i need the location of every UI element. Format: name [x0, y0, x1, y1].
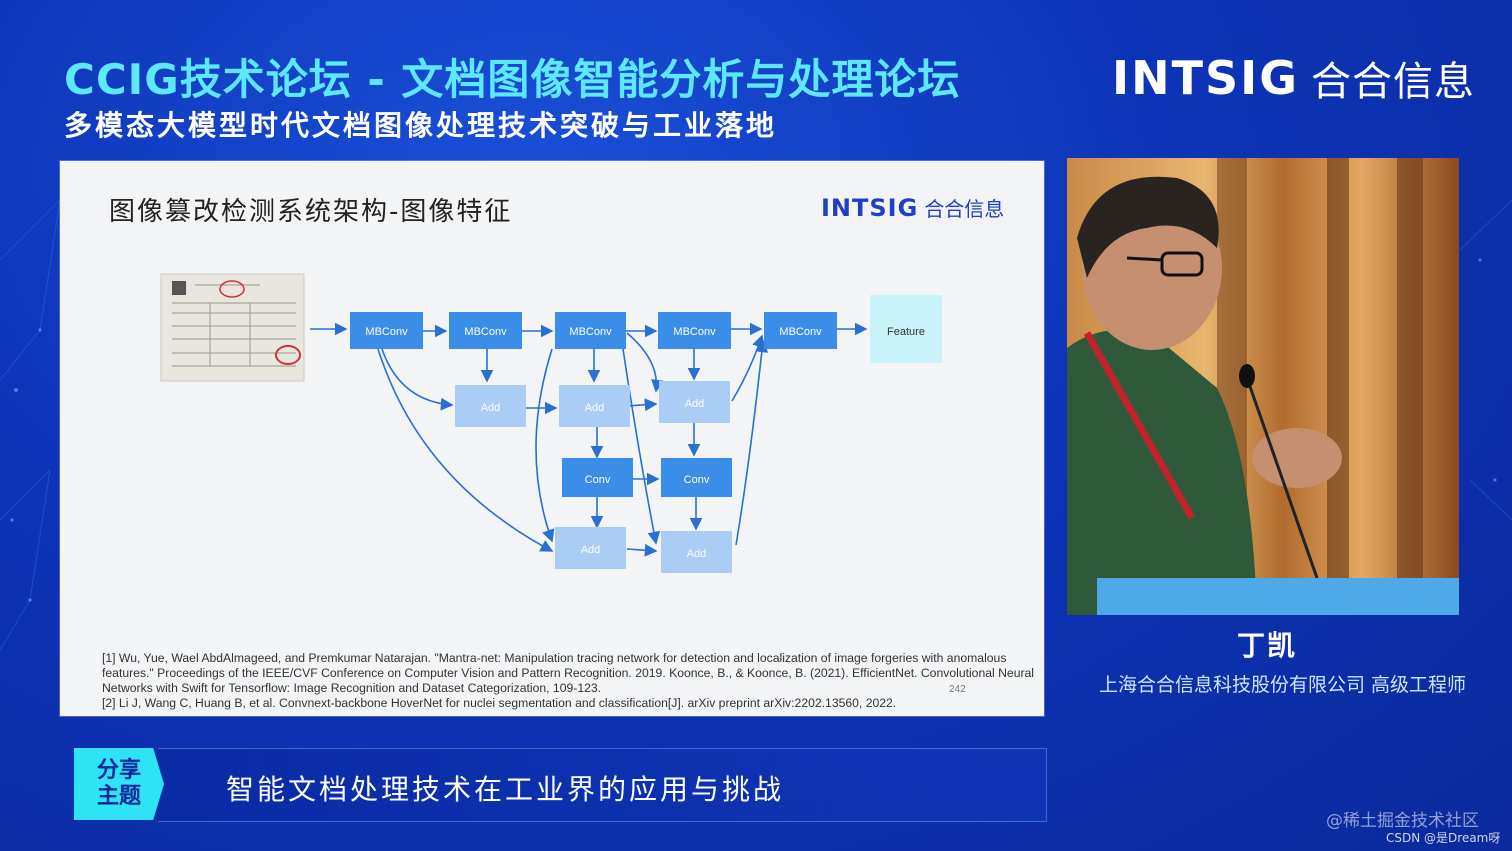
speaker-illustration	[1067, 158, 1459, 615]
speaker-video	[1067, 158, 1459, 615]
svg-text:Add: Add	[585, 402, 605, 414]
svg-text:Add: Add	[581, 544, 601, 556]
speaker-name: 丁凯	[1237, 629, 1298, 662]
topic-badge: 分享主题	[74, 748, 164, 820]
node-add-2: Add	[559, 385, 630, 427]
brand-name-cn: 合合信息	[1311, 59, 1475, 105]
slide-page-number: 242	[949, 684, 966, 695]
watermark-csdn: CSDN @是Dream呀	[1386, 831, 1501, 845]
speaker-title: 上海合合信息科技股份有限公司 高级工程师	[1099, 674, 1467, 696]
svg-text:MBConv: MBConv	[673, 326, 716, 338]
input-document-image	[160, 273, 305, 382]
forum-title: CCIG技术论坛 - 文档图像智能分析与处理论坛	[64, 55, 961, 104]
svg-text:Feature: Feature	[887, 326, 925, 338]
node-add-5: Add	[661, 531, 732, 573]
svg-text:Conv: Conv	[585, 474, 611, 486]
slide-brand-logo: INTSIG 合合信息	[821, 193, 1004, 222]
node-add-1: Add	[455, 385, 526, 427]
architecture-diagram: MBConv MBConv MBConv MBConv MBConv Featu…	[160, 273, 942, 573]
node-add-3: Add	[659, 381, 730, 423]
node-conv-2: Conv	[661, 458, 732, 497]
svg-text:MBConv: MBConv	[365, 326, 408, 338]
node-conv-1: Conv	[562, 458, 633, 497]
svg-text:Add: Add	[687, 548, 707, 560]
svg-text:MBConv: MBConv	[464, 326, 507, 338]
slide-title: 图像篡改检测系统架构-图像特征	[109, 197, 513, 227]
svg-text:Add: Add	[481, 402, 501, 414]
topic-text: 智能文档处理技术在工业界的应用与挑战	[226, 773, 785, 806]
brand-logo: INTSIG 合合信息	[1112, 48, 1475, 108]
presentation-slide: 图像篡改检测系统架构-图像特征 INTSIG 合合信息	[60, 161, 1044, 716]
svg-text:Add: Add	[685, 398, 705, 410]
reference-1: [1] Wu, Yue, Wael AbdAlmageed, and Premk…	[102, 651, 1035, 695]
svg-text:MBConv: MBConv	[569, 326, 612, 338]
node-mbconv-5: MBConv	[764, 312, 837, 349]
forum-subtitle: 多模态大模型时代文档图像处理技术突破与工业落地	[64, 109, 778, 142]
svg-text:MBConv: MBConv	[779, 326, 822, 338]
node-add-4: Add	[555, 527, 626, 569]
references: [1] Wu, Yue, Wael AbdAlmageed, and Premk…	[102, 651, 1037, 711]
node-mbconv-2: MBConv	[449, 312, 522, 349]
slide-brand-name-en: INTSIG	[821, 193, 919, 222]
topic-bar	[158, 748, 1047, 822]
reference-2: [2] Li J, Wang C, Huang B, et al. Convne…	[102, 696, 897, 710]
topic-badge-label: 分享主题	[96, 758, 141, 809]
brand-name-en: INTSIG	[1112, 51, 1299, 105]
node-mbconv-4: MBConv	[658, 312, 731, 349]
node-mbconv-1: MBConv	[350, 312, 423, 349]
node-feature: Feature	[870, 295, 942, 363]
slide-brand-name-cn: 合合信息	[924, 197, 1005, 221]
node-mbconv-3: MBConv	[555, 312, 626, 349]
svg-text:Conv: Conv	[684, 474, 710, 486]
watermark-juejin: @稀土掘金技术社区	[1326, 811, 1479, 831]
